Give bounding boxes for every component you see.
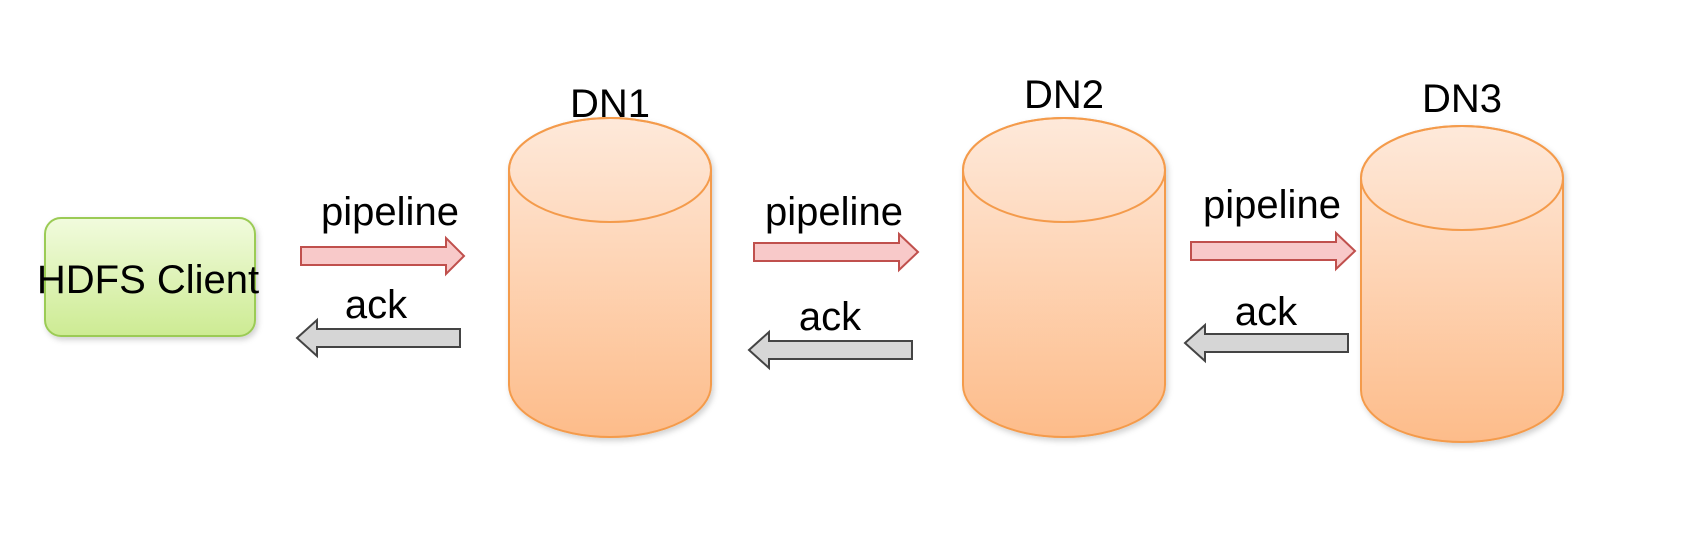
ack-label-dn2-dn3: ack — [1235, 290, 1298, 334]
pipeline-label-client-dn1: pipeline — [321, 190, 459, 234]
ack-label-client-dn1: ack — [345, 283, 408, 327]
ack-arrow-dn2-dn1 — [747, 329, 913, 371]
datanode-dn3-label: DN3 — [1422, 77, 1502, 121]
datanode-dn1: DN1 — [508, 82, 712, 438]
pipeline-label-dn2-dn3: pipeline — [1203, 183, 1341, 227]
hdfs-client-label: HDFS Client — [37, 258, 259, 302]
hdfs-client-box — [44, 217, 256, 337]
ack-arrow-dn1-client — [295, 317, 461, 359]
datanode-dn3-cylinder — [1360, 125, 1564, 443]
pipeline-label-dn1-dn2: pipeline — [765, 190, 903, 234]
link-dn1-dn2: pipeline ack — [747, 190, 920, 371]
datanode-dn1-label: DN1 — [570, 82, 650, 126]
datanode-dn2: DN2 — [962, 73, 1166, 438]
datanode-dn3: DN3 — [1360, 77, 1564, 443]
ack-label-dn1-dn2: ack — [799, 295, 862, 339]
link-client-dn1: pipeline ack — [295, 190, 466, 359]
link-dn2-dn3: pipeline ack — [1183, 183, 1357, 364]
pipeline-arrow-client-dn1 — [300, 235, 466, 277]
datanode-dn1-cylinder — [508, 117, 712, 438]
datanode-dn2-cylinder — [962, 117, 1166, 438]
pipeline-arrow-dn2-dn3 — [1190, 230, 1357, 272]
pipeline-arrow-dn1-dn2 — [753, 231, 920, 273]
ack-arrow-dn3-dn2 — [1183, 322, 1349, 364]
hdfs-client-node: HDFS Client — [37, 217, 259, 337]
datanode-dn2-label: DN2 — [1024, 73, 1104, 117]
